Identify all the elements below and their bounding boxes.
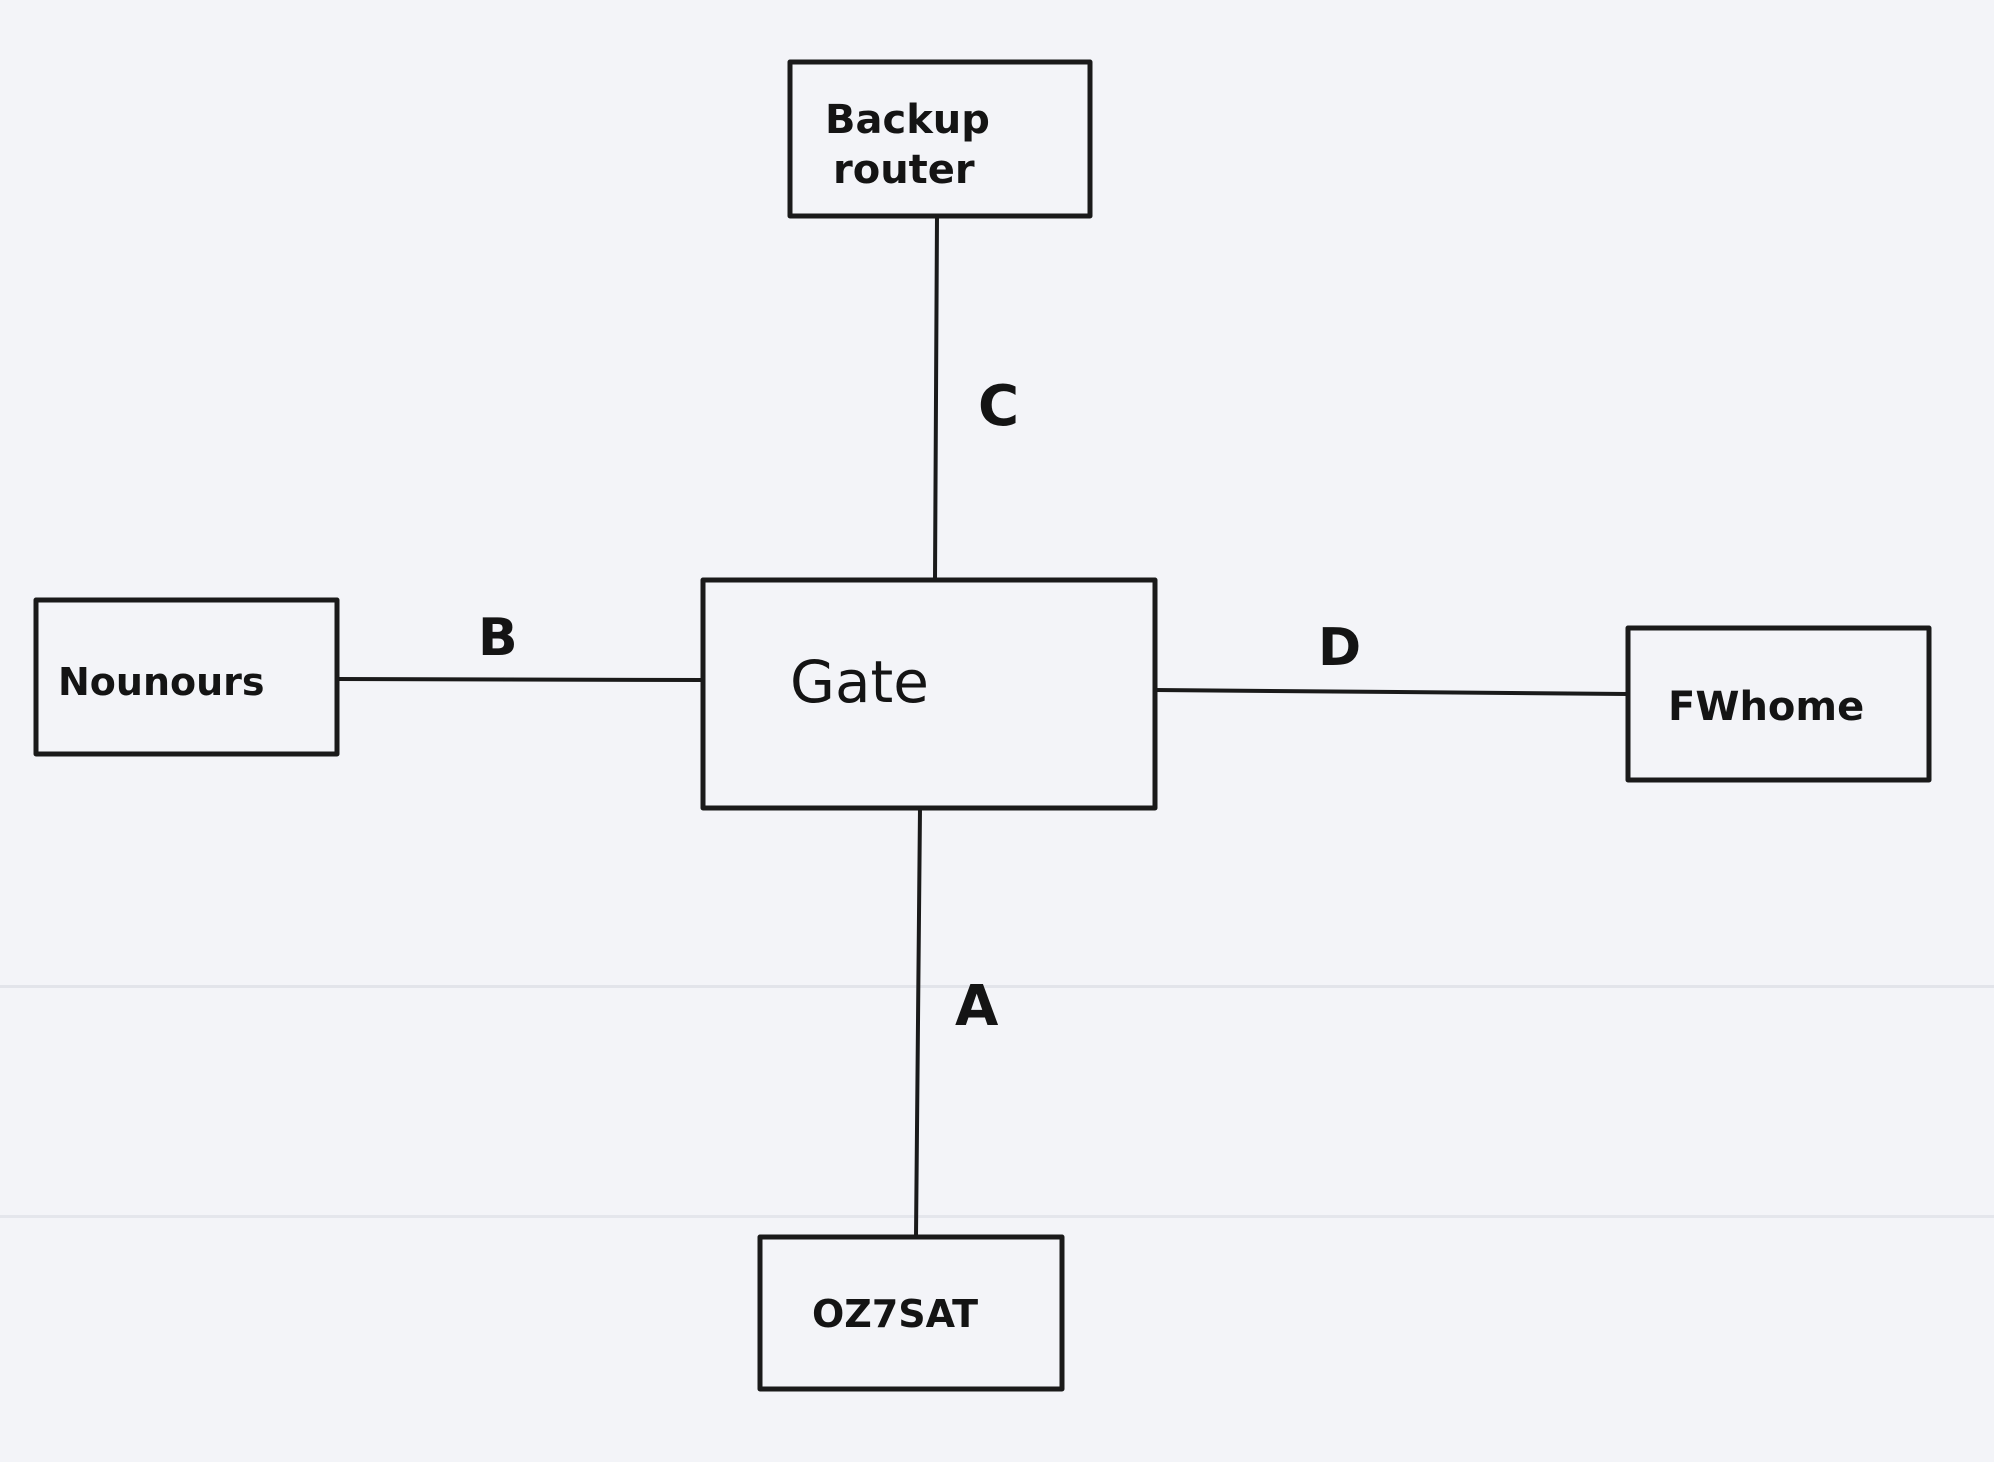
link-b (335, 677, 704, 682)
link-label-c: C (978, 374, 1019, 439)
node-nounours: Nounours (33, 597, 340, 757)
link-a (914, 806, 922, 1238)
node-oz7sat: OZ7SAT (757, 1234, 1065, 1392)
paper-show-through (0, 985, 1994, 1218)
node-label-backup-router-line1: Backup (825, 97, 990, 143)
link-label-d: D (1318, 618, 1361, 678)
link-d (1153, 688, 1630, 696)
node-gate: Gate (700, 577, 1158, 811)
node-label-gate: Gate (790, 648, 929, 716)
node-fwhome: FWhome (1625, 625, 1932, 783)
link-label-b: B (478, 608, 518, 668)
node-label-nounours: Nounours (58, 660, 265, 704)
node-label-oz7sat: OZ7SAT (812, 1292, 978, 1336)
link-c (933, 214, 939, 581)
link-label-a: A (955, 974, 999, 1039)
node-label-backup-router-line2: router (833, 147, 975, 193)
node-label-fwhome: FWhome (1668, 684, 1864, 730)
node-backup-router: Backup router (787, 59, 1093, 219)
